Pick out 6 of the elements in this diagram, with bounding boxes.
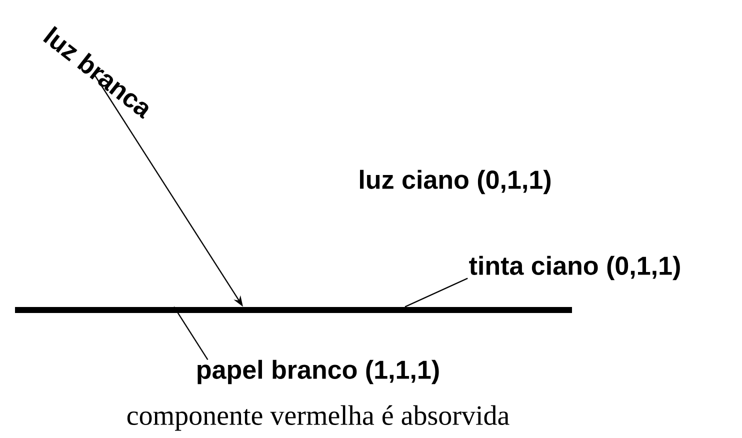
leader-line [174,306,208,360]
light-label: luz ciano (0,1,1) [360,170,550,194]
leader-line [404,278,468,308]
node-label: tinta ciano (0,1,1) [469,256,680,280]
node-label: papel branco (1,1,1) [198,360,439,384]
caption-text: componente vermelha é absorvida [127,405,510,431]
